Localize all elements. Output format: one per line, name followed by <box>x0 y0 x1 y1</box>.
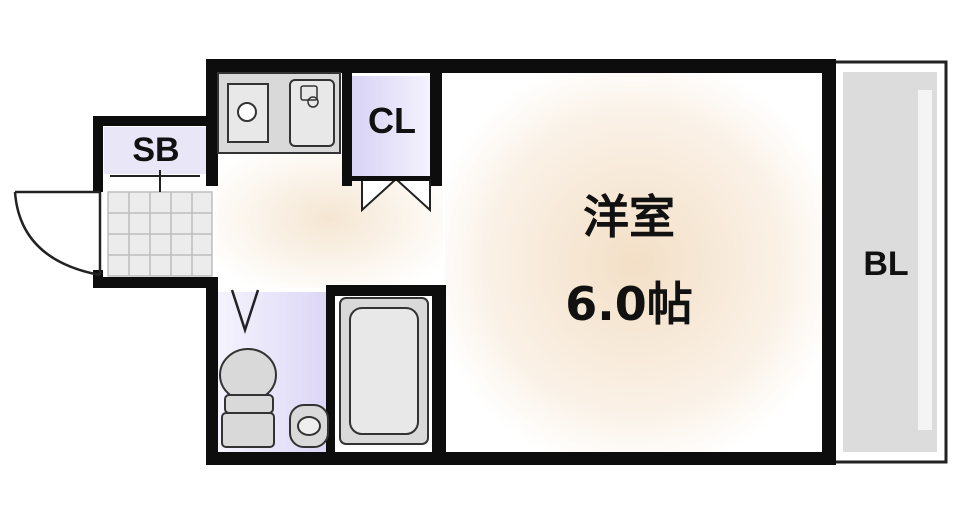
walls <box>93 59 836 465</box>
balcony <box>831 60 948 464</box>
bathtub-fixture <box>339 297 429 445</box>
main-room-size: 6.0帖 <box>565 277 693 331</box>
washbasin-fixture <box>289 404 329 448</box>
shoebox-floor <box>104 127 208 174</box>
toilet-door <box>230 289 260 335</box>
balcony-label: BL <box>863 245 908 283</box>
closet-doors <box>352 176 431 213</box>
closet-label: CL <box>368 100 416 141</box>
closet-floor <box>352 76 430 180</box>
shoebox-label: SB <box>132 131 179 169</box>
entry-door <box>13 190 102 277</box>
shoebox-shelf <box>110 170 200 192</box>
toilet-fixture <box>219 348 277 448</box>
main-room-name: 洋室 <box>583 190 675 244</box>
main-room-floor <box>445 72 825 454</box>
entry-tiles <box>107 191 213 277</box>
kitchen-counter <box>217 72 341 154</box>
